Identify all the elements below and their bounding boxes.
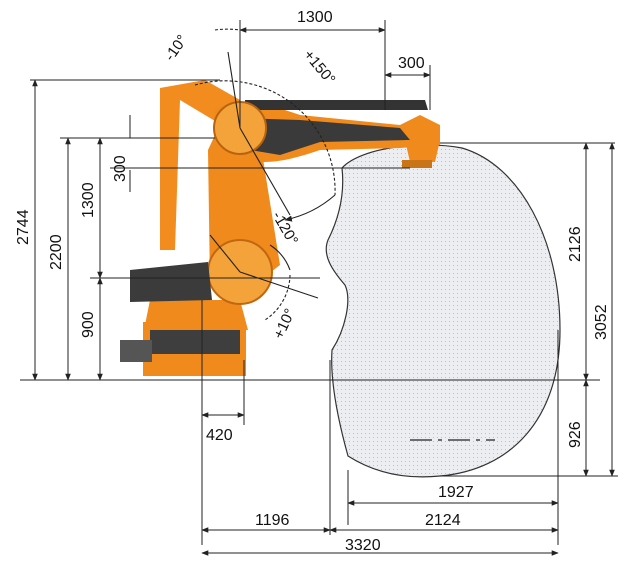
robot-parallel-link: [245, 100, 428, 110]
dim-2126: 2126: [567, 226, 584, 262]
dim-3320: 3320: [345, 537, 381, 554]
dim-900: 900: [80, 311, 97, 338]
robot-upper-arm-dark: [240, 118, 410, 155]
robot-column: [144, 300, 248, 330]
dim-926: 926: [567, 421, 584, 448]
angle-arcs: [194, 28, 336, 321]
dim-3052: 3052: [593, 304, 610, 340]
dim-1300-top: 1300: [297, 9, 333, 26]
angle-plus-10: +10°: [270, 306, 299, 342]
dimension-lines: [20, 20, 618, 556]
dim-420: 420: [206, 427, 233, 444]
robot-base-motor: [120, 340, 152, 362]
work-envelope: [325, 144, 561, 478]
robot-flange: [402, 160, 432, 168]
robot-wrist: [405, 140, 440, 162]
robot-counterweight: [130, 262, 212, 302]
dim-300-top: 300: [398, 55, 425, 72]
dim-300-left: 300: [112, 155, 129, 182]
dim-2124: 2124: [425, 512, 461, 529]
robot: [120, 80, 440, 376]
angle-plus-150: +150°: [300, 47, 339, 88]
dim-1300-left: 1300: [80, 182, 97, 218]
dim-1196: 1196: [255, 512, 290, 529]
dim-2744: 2744: [15, 209, 32, 245]
dim-2200: 2200: [48, 234, 65, 270]
dim-1927: 1927: [438, 484, 474, 501]
angle-minus-10: -10°: [161, 32, 191, 64]
